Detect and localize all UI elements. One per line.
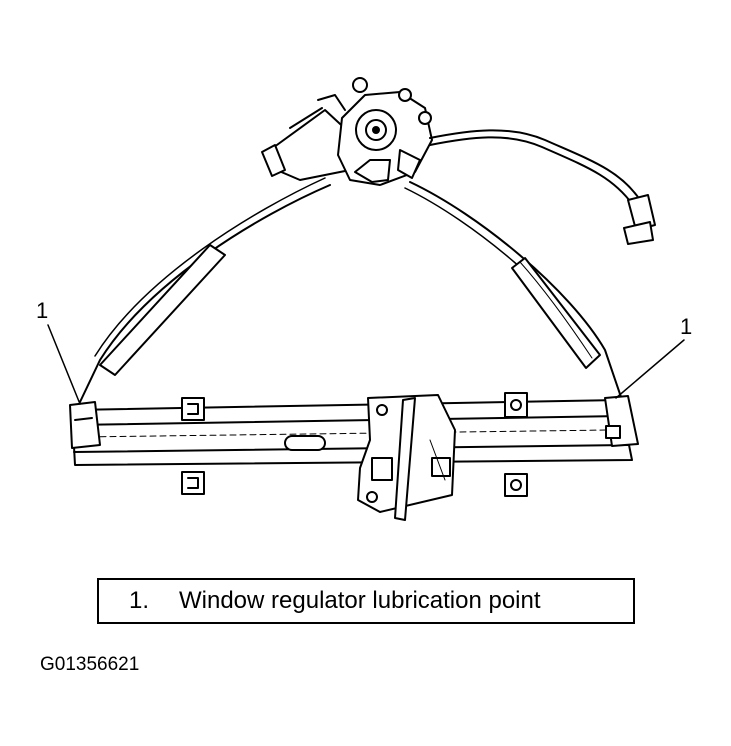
- mounting-tabs: [181, 392, 528, 497]
- glass-carrier-bracket: [357, 394, 456, 521]
- cable-sleeve-left: [99, 244, 226, 376]
- legend-item-number: 1.: [129, 587, 150, 614]
- callout-1-right: 1: [680, 314, 693, 339]
- callout-leaders: [47, 324, 685, 405]
- window-regulator-illustration: [47, 77, 685, 521]
- regulator-motor: [261, 77, 433, 186]
- legend-box: 1. Window regulator lubrication point: [97, 578, 635, 624]
- legend-item-text: Window regulator lubrication point: [179, 587, 541, 614]
- motor-wiring-harness: [429, 129, 656, 245]
- cable-sleeve-right: [511, 257, 601, 369]
- regulator-rail: [69, 395, 639, 466]
- figure-id: G01356621: [40, 654, 140, 675]
- callout-1-left: 1: [36, 298, 49, 323]
